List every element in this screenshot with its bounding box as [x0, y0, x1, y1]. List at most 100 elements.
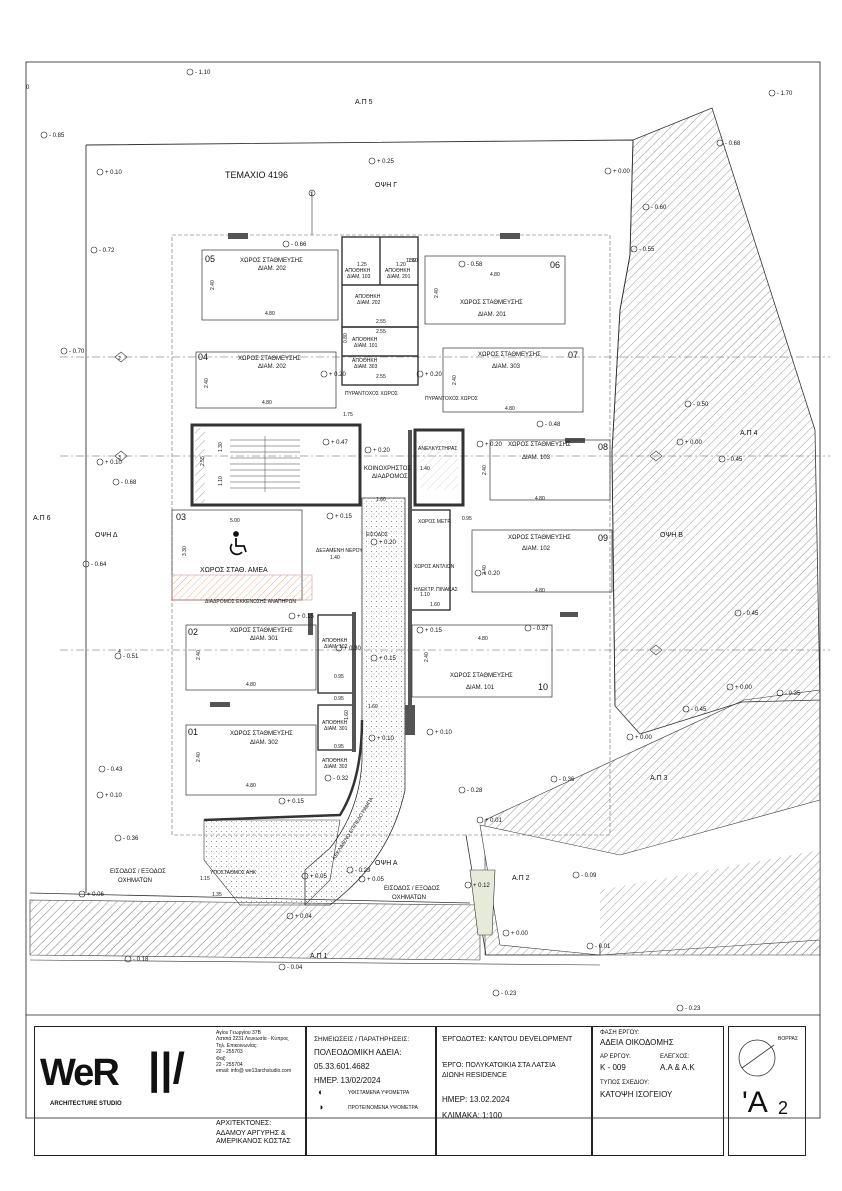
level-marker-icon: [96, 458, 104, 466]
parking-bay-width: 4.80: [246, 682, 256, 688]
parking-bay-number: 05: [205, 254, 215, 264]
storage-room-label: ΑΠΟΘΗΚΗ: [352, 337, 378, 343]
dimension-value: 0.95: [334, 674, 344, 680]
view-labels: ΟΨΗ Γ ΟΨΗ Δ ΟΨΗ Β ΟΨΗ Α: [95, 182, 683, 867]
parking-bay-number: 01: [188, 727, 198, 737]
dimension-value: 1.25: [357, 262, 367, 268]
vehicle-entrance-right: ΟΧΗΜΑΤΩΝ: [392, 895, 426, 901]
dimension-value: 0.95: [462, 516, 472, 522]
level-marker-icon: [476, 440, 484, 448]
service-room-label: ΧΩΡΟΣ ΑΝΤΛΙΩΝ: [414, 564, 455, 570]
storage-room-label: ΑΠΟΘΗΚΗ: [352, 358, 378, 364]
level-value: - 0.45: [691, 707, 707, 713]
parking-bay-depth: 3.30: [182, 546, 188, 556]
storage-room-unit: ΔΙΑΜ. 102: [324, 644, 348, 650]
level-marker-icon: [288, 612, 296, 620]
entrance-label: ΕΙΣΟΔΟΣ: [366, 532, 388, 538]
neighbour-hatch-north-east: [611, 107, 821, 735]
stair-core: [190, 423, 362, 507]
level-marker-icon: [301, 872, 309, 880]
water-tank-label: ΔΕΞΑΜΕΝΗ ΝΕΡΟΥ: [316, 548, 363, 554]
parking-bay-unit: ΔΙΑΜ. 301: [250, 636, 279, 642]
level-marker-icon: [550, 775, 558, 783]
level-value: + 0.15: [425, 628, 443, 634]
level-value: - 0.35: [785, 691, 801, 697]
parking-bay-number: 02: [188, 627, 198, 637]
level-marker-icon: [416, 370, 424, 378]
dimension-value: 1.20: [396, 262, 406, 268]
boundary-label: Α.Π 2: [512, 875, 530, 882]
drawing-type-label: ΤΥΠΟΣ ΣΧΕΔΙΟΥ:: [600, 1080, 650, 1086]
zero-mark: 0: [26, 85, 30, 91]
boundary-label: Α.Π 5: [355, 99, 373, 106]
level-value: + 0.10: [105, 460, 123, 466]
storage-room-label: ΑΠΟΘΗΚΗ: [355, 294, 381, 300]
level-value: + 0.10: [105, 793, 123, 799]
level-value: - 0.23: [501, 991, 517, 997]
parking-bay-width: 4.80: [535, 496, 545, 502]
parking-bay-number: 07: [568, 350, 578, 360]
dimension-value: 1.10: [218, 476, 224, 486]
elevator-label: ΑΝΕΛΚΥΣΤΗΡΑΣ: [418, 446, 457, 452]
sheet-number-sub: 2: [778, 1098, 789, 1118]
level-value: - 0.68: [725, 141, 741, 147]
level-value: + 0.00: [635, 735, 653, 741]
level-value: - 0.66: [291, 242, 307, 248]
parking-bay-title: ΧΩΡΟΣ ΣΤΑΘΜΕΥΣΗΣ: [230, 731, 293, 737]
address-line: 22 - 255703: [216, 1049, 243, 1056]
level-marker-icon: [335, 644, 343, 652]
dimension-value: 0.95: [334, 696, 344, 702]
level-marker-icon: [604, 167, 612, 175]
legend-existing-icon: ◐: [318, 1087, 324, 1097]
level-value: - 0.85: [49, 133, 65, 139]
grid-axis-number: 1: [310, 192, 313, 198]
parking-bay-width: 4.80: [535, 588, 545, 594]
wheelchair-icon: [229, 531, 247, 556]
boundary-label: Α.Π 3: [650, 775, 668, 782]
dimension-value: 1.40: [420, 466, 430, 472]
level-value: - 0.28: [467, 788, 483, 794]
dimension-value: 1.15: [200, 876, 210, 882]
level-value: + 0.15: [297, 614, 315, 620]
view-label: ΟΨΗ Α: [375, 860, 398, 867]
level-value: + 0.20: [483, 571, 501, 577]
project-number: Κ - 009: [600, 1063, 626, 1072]
level-marker-icon: [586, 942, 594, 950]
grid-axis-number: 4: [118, 649, 121, 655]
level-marker-icon: [364, 446, 372, 454]
level-marker-icon: [416, 626, 424, 634]
level-marker-icon: [78, 890, 86, 898]
parking-bay-title: ΧΩΡΟΣ ΣΤΑΘΜΕΥΣΗΣ: [450, 673, 513, 679]
level-marker-icon: [326, 512, 334, 520]
checked-label: ΕΛΕΓΧΟΣ:: [660, 1054, 690, 1060]
level-marker-icon: [368, 157, 376, 165]
level-marker-icon: [98, 765, 106, 773]
service-room-label: ΥΠΟΣΤΑΘΜΟΣ ΑΗΚ: [210, 870, 257, 876]
grid-axis-markers: [60, 189, 830, 656]
level-marker-icon: [82, 560, 90, 568]
parking-bay-title: ΧΩΡΟΣ ΣΤΑΘΜΕΥΣΗΣ: [478, 352, 541, 358]
parking-bay-depth: 2.40: [452, 375, 458, 385]
parking-bay-number: 03: [176, 512, 186, 522]
level-marker-icon: [630, 245, 638, 253]
dimension-value: 0.95: [334, 744, 344, 750]
storage-room-unit: ΔΙΑΜ. 301: [324, 726, 348, 732]
level-value: + 0.30: [344, 646, 362, 652]
storage-room-label: ΑΠΟΘΗΚΗ: [385, 268, 411, 274]
level-value: - 0.36: [123, 836, 139, 842]
level-marker-icon: [642, 203, 650, 211]
common-corridor-label: ΚΟΙΝΟΧΡΗΣΤΟΣ: [364, 466, 411, 472]
disabled-strip-label: ΔΙΑΔΡΟΜΟΣ ΕΚΚΕΝΩΣΗΣ ΑΝΑΠΗΡΩΝ: [205, 599, 296, 605]
level-marker-icon: [40, 131, 48, 139]
parking-bay-unit: ΔΙΑΜ. 101: [466, 685, 495, 691]
level-value: + 0.01: [485, 818, 503, 824]
level-marker-icon: [278, 797, 286, 805]
level-marker-icon: [524, 624, 532, 632]
parking-bay-unit: ΔΙΑΜ. 102: [522, 546, 551, 552]
service-room-label: ΠΥΡΑΝΤΟΧΟΣ ΧΩΡΟΣ: [345, 391, 398, 397]
level-value: - 0.36: [559, 777, 575, 783]
level-marker-icon: [572, 871, 580, 879]
vehicle-entrance-left: ΕΙΣΟΔΟΣ / ΕΞΟΔΟΣ: [110, 869, 166, 875]
level-value: + 0.00: [511, 931, 529, 937]
